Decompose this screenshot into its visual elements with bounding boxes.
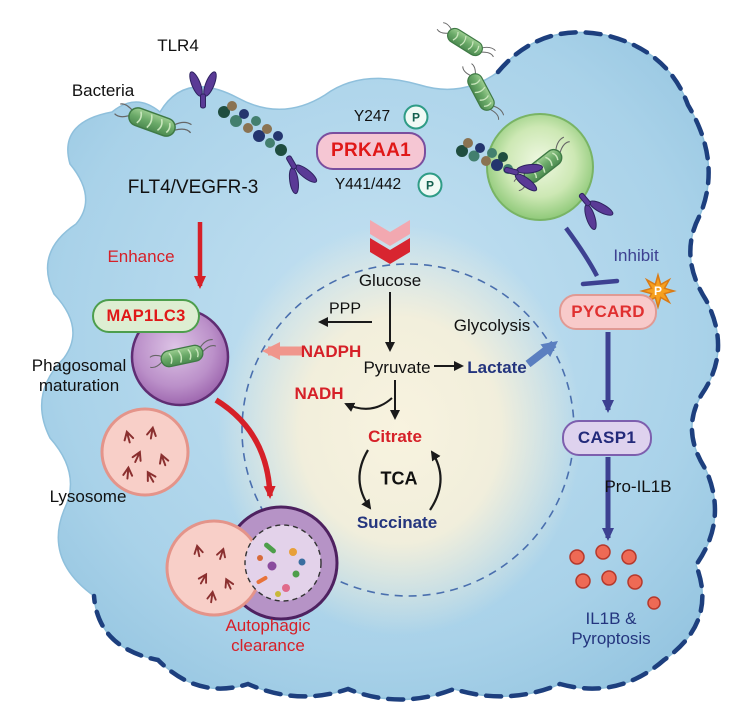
receptor-complex-right (456, 138, 618, 234)
y441-label: Y441/442 (334, 175, 402, 193)
lactate-label: Lactate (467, 357, 527, 377)
il1b-pyroptosis-label: IL1B & Pyroptosis (571, 608, 651, 648)
phospho-star-label: P (653, 283, 663, 298)
nadh-label: NADH (294, 383, 344, 403)
lysosome (100, 407, 190, 497)
phospho-p-top: P (403, 104, 429, 130)
y247-label: Y247 (353, 107, 391, 125)
phagosome-to-autolysosome-arrow (214, 397, 276, 499)
glucose-label: Glucose (358, 270, 422, 290)
ppp-label: PPP (328, 300, 362, 318)
phagosomal-maturation-label: Phagosomal maturation (31, 355, 127, 395)
inhibit-t-bar (580, 278, 620, 287)
tca-cycle-arc-left (358, 449, 372, 510)
bacteria-label: Bacteria (71, 80, 135, 100)
membrane-dashed-border (91, 30, 721, 702)
inhibit-line (564, 226, 599, 278)
degraded-debris (256, 542, 306, 597)
phospho-p-bottom: P (417, 172, 443, 198)
enhance-label: Enhance (107, 246, 175, 266)
pyruvate-label: Pyruvate (363, 357, 431, 377)
lactate-to-pycard-arrow (525, 340, 558, 368)
autolysosome (165, 505, 339, 621)
casp1-box: CASP1 (562, 420, 652, 456)
prkaa1-activation-arrow (370, 220, 410, 264)
inhibit-label: Inhibit (613, 245, 659, 265)
receptor-complex-left (186, 69, 321, 198)
citrate-label: Citrate (368, 426, 422, 446)
lysosome-label: Lysosome (49, 486, 127, 506)
autophagic-clearance-label: Autophagic clearance (225, 615, 311, 655)
tlr4-label: TLR4 (157, 35, 199, 55)
nadh-arrow (344, 397, 393, 412)
tca-label: TCA (380, 468, 418, 489)
nadph-label: NADPH (300, 341, 362, 361)
pycard-box: PYCARD (559, 294, 657, 330)
pro-il1b-label: Pro-IL1B (604, 476, 672, 496)
succinate-label: Succinate (356, 512, 438, 532)
glycolysis-label: Glycolysis (453, 315, 531, 335)
bacteria-icon (434, 17, 498, 66)
prkaa1-box: PRKAA1 (316, 132, 426, 170)
map1lc3-box: MAP1LC3 (92, 299, 200, 333)
flt4-label: FLT4/VEGFR-3 (127, 176, 259, 198)
degradation-compartment (244, 524, 322, 602)
tca-cycle-arc-right (429, 450, 442, 511)
il1b-dots (569, 544, 661, 610)
